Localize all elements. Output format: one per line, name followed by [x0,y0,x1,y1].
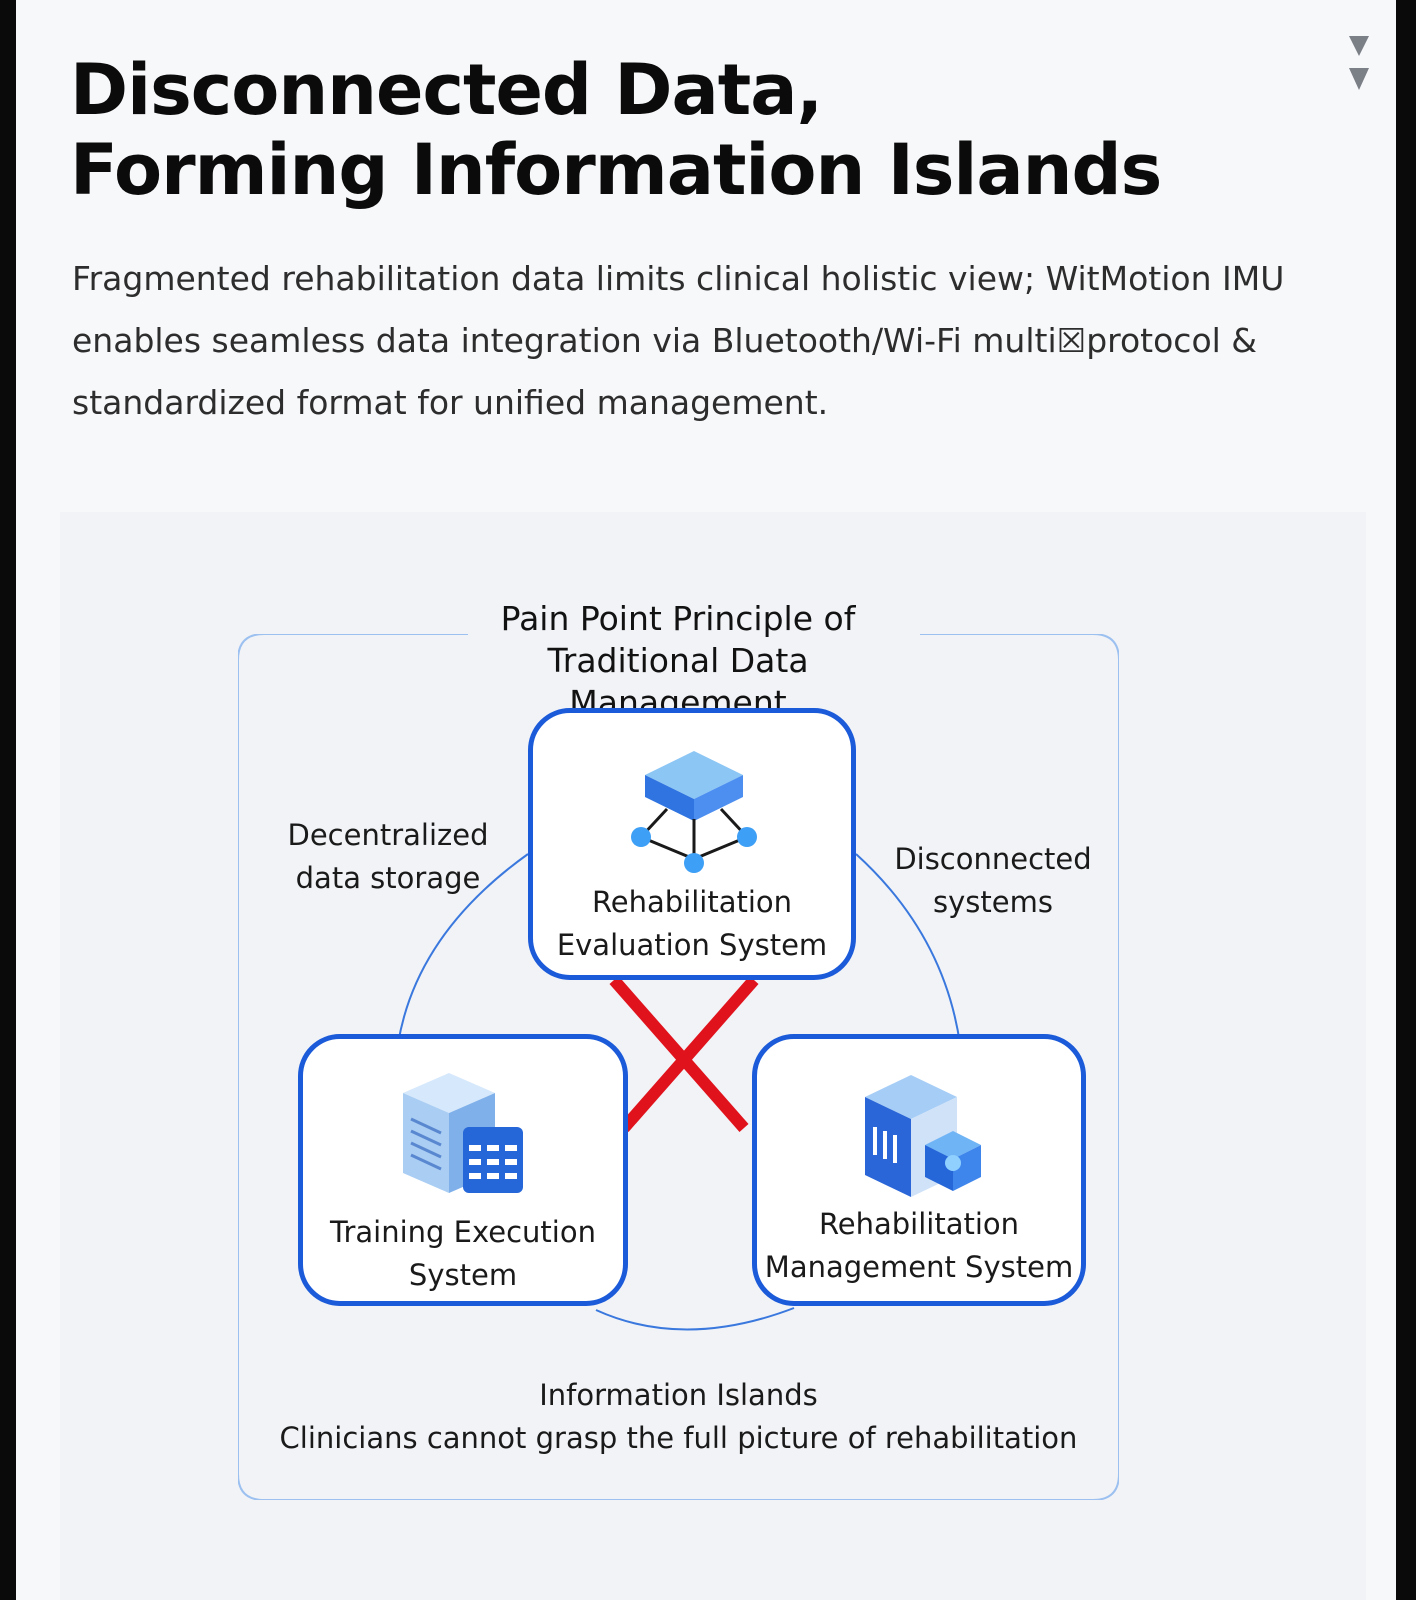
cross-line-1 [609,976,749,1132]
node-management-system: Rehabilitation Management System [752,1034,1086,1306]
diagram-title: Pain Point Principle of Traditional Data… [438,598,918,724]
diagram-frame: Pain Point Principle of Traditional Data… [238,599,1119,1500]
bottom-arc [595,1307,795,1331]
diagram-title-line-1: Pain Point Principle of [500,599,856,638]
node-evaluation-system: Rehabilitation Evaluation System [528,708,856,980]
double-chevron-down-icon [1349,36,1369,90]
side-label-right-line-1: Disconnected [894,842,1092,876]
frame-border [238,634,1119,1500]
server-calculator-icon [403,1073,523,1193]
scroll-down-indicator[interactable] [1346,34,1372,94]
cross-line-2 [619,976,759,1132]
node-management-label-line-1: Rehabilitation [818,1207,1020,1241]
page: Disconnected Data, Forming Information I… [16,0,1396,1600]
node-training-label-line-2: System [408,1258,518,1292]
diagram-connectors [238,634,1119,1500]
footer-caption-heading: Information Islands [539,1378,818,1412]
side-label-decentralized: Decentralized data storage [268,814,508,900]
node-evaluation-label-line-2: Evaluation System [556,928,828,962]
node-evaluation-label: Rehabilitation Evaluation System [533,881,851,967]
node-management-label-line-2: Management System [764,1250,1074,1284]
node-training-label: Training Execution System [303,1211,623,1297]
node-training-system: Training Execution System [298,1034,628,1306]
diagram-panel [60,512,1366,1600]
diagram-footer-caption: Information Islands Clinicians cannot gr… [238,1374,1119,1460]
footer-caption-text: Clinicians cannot grasp the full picture… [279,1421,1078,1455]
page-title: Disconnected Data, Forming Information I… [70,50,1270,210]
side-label-left-line-2: data storage [295,861,481,895]
intro-paragraph: Fragmented rehabilitation data limits cl… [72,259,1285,422]
side-label-left-line-1: Decentralized [287,818,489,852]
server-cube-icon [865,1075,981,1197]
right-arc [855,853,961,1045]
page-title-line-2: Forming Information Islands [70,129,1162,211]
left-arc [397,853,529,1045]
page-title-line-1: Disconnected Data, [70,49,823,131]
node-management-label: Rehabilitation Management System [757,1203,1081,1289]
node-training-label-line-1: Training Execution [330,1215,596,1249]
side-label-disconnected: Disconnected systems [878,838,1108,924]
side-label-right-line-2: systems [933,885,1053,919]
network-hub-icon [631,751,757,873]
node-evaluation-label-line-1: Rehabilitation [591,885,793,919]
